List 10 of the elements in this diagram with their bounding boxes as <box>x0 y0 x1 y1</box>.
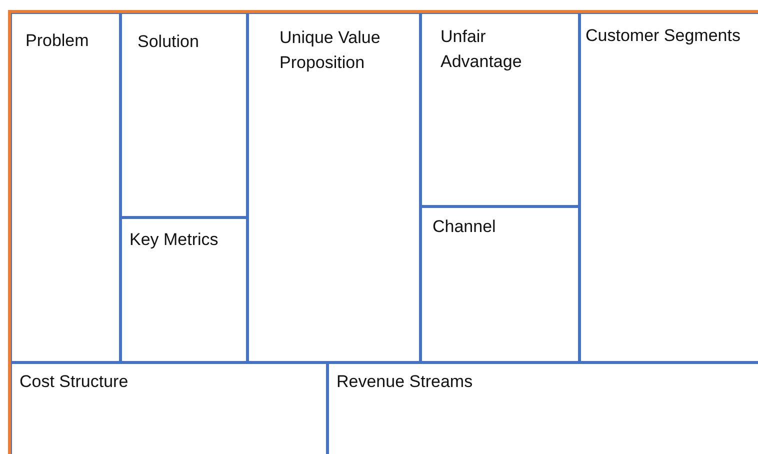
section-heading: Solution <box>138 30 200 52</box>
section-heading: Problem <box>26 30 90 52</box>
section-heading: Key Metrics <box>130 228 220 250</box>
section-heading: Revenue Streams <box>336 370 474 392</box>
section-heading: Customer Segments <box>586 24 742 46</box>
section-heading: Channel <box>432 216 497 238</box>
section-heading: Unfair Advantage <box>440 26 523 72</box>
canvas-section <box>8 10 122 364</box>
section-heading: Cost Structure <box>20 370 130 392</box>
section-heading: Unique Value Proposition <box>280 26 382 74</box>
